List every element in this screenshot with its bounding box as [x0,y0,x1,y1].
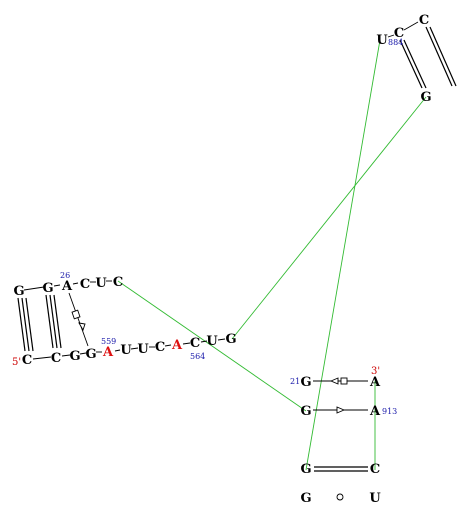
three-prime-label: 3' [371,366,380,377]
nucleotide-c: C [370,462,380,477]
pair-line [17,297,26,352]
backbone-line [403,21,419,31]
nucleotide-g: G [300,491,311,506]
triangle-symbol [329,377,339,385]
pair-line [399,39,423,89]
nucleotide-a: A [369,404,381,419]
nucleotide-c: C [155,340,165,355]
pair-line [21,297,30,352]
nucleotide-c: C [51,351,61,366]
nucleotide-u: U [369,491,381,506]
pair-line [53,294,62,349]
link-line [117,280,307,412]
nucleotide-u: U [137,342,149,357]
nucleotide-g: G [300,462,311,477]
pair-line [25,297,34,352]
backbone-line [387,34,395,38]
nucleotide-g: G [13,284,24,299]
residue-number: 559 [101,337,116,346]
residue-number: 26 [60,271,70,280]
residue-number: 564 [190,352,205,361]
nucleotide-c: C [419,13,429,28]
nucleotide-a-highlighted: A [171,338,183,353]
nucleotide-g: G [300,404,311,419]
nucleotide-c: C [190,336,200,351]
nucleotide-c: C [80,277,90,292]
square-symbol [340,377,348,385]
link-line [305,39,381,471]
triangle-symbol [336,406,346,414]
pair-line [429,26,457,87]
backbone-line [200,340,208,343]
circle-symbol [336,493,344,501]
nucleotide-c: C [113,275,123,290]
pair-line [425,26,453,87]
backbone-line [72,282,79,285]
nucleotide-u: U [206,334,218,349]
nucleotide-g: G [300,375,311,390]
nucleotide-a-highlighted: A [102,345,114,360]
pair-line [49,294,58,349]
nucleotide-g: G [420,90,431,105]
nucleotide-a: A [61,279,73,294]
nucleotide-u: U [95,276,107,291]
residue-number: 913 [382,407,397,416]
backbone-line [114,349,121,352]
backbone-line [130,347,139,350]
backbone-line [61,354,71,357]
link-line [231,96,427,340]
square-symbol [71,309,81,320]
backbone-line [53,284,61,287]
five-prime-label: 5' [12,357,21,368]
nucleotide-c: C [22,353,32,368]
residue-number: 21 [290,377,300,386]
triangle-symbol [78,322,86,332]
nucleotide-u: U [120,343,132,358]
nucleotide-g: G [225,332,236,347]
pair-line [45,294,54,349]
nucleotide-a: A [369,375,381,390]
backbone-line [32,356,52,360]
backbone-line [23,286,45,291]
residue-number: 884 [388,38,403,47]
nucleotide-g: G [42,281,53,296]
nucleotide-g: G [85,347,96,362]
nucleotide-g: G [69,349,80,364]
nucleotide-c: C [394,26,404,41]
backbone-line [164,344,172,347]
backbone-line [217,338,226,341]
nucleotide-u: U [376,33,388,48]
pair-line [403,39,427,89]
backbone-line [79,352,87,355]
noncanonical-line [68,292,89,347]
backbone-line [182,342,191,345]
